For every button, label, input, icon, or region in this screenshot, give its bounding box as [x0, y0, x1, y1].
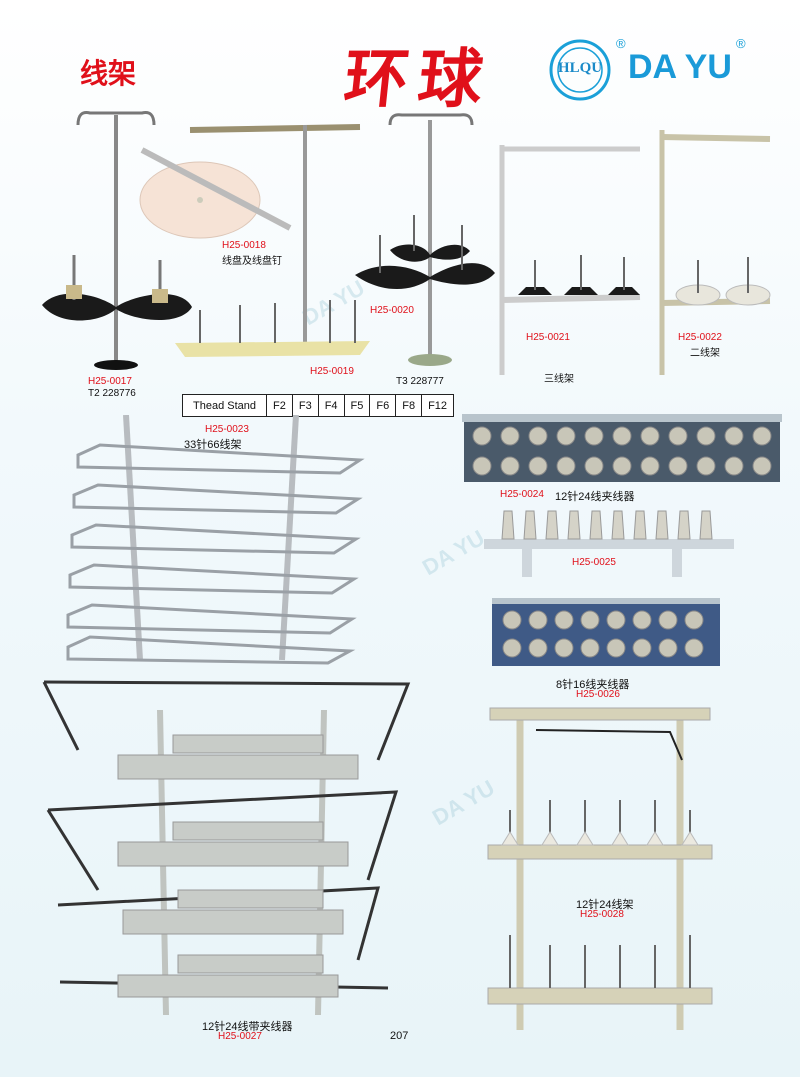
- product-image-h25-0027: [42, 680, 411, 1016]
- page-number: 207: [390, 1030, 409, 1042]
- product-image-h25-0019: [175, 124, 370, 357]
- product-label: 33针66线架: [184, 439, 242, 451]
- product-code: H25-0024: [500, 489, 544, 500]
- product-label: T3 228777: [396, 376, 444, 387]
- product-image-h25-0023: [66, 415, 365, 665]
- table-row: Thead Stand F2 F3 F4 F5 F6 F8 F12: [182, 394, 455, 417]
- product-image-h25-0026: [492, 598, 720, 666]
- product-image-h25-0022: [659, 130, 771, 375]
- table-cell: F3: [291, 394, 319, 417]
- table-cell: F8: [395, 394, 423, 417]
- product-image-h25-0017: [42, 111, 192, 370]
- logo-text: DA YU: [628, 48, 732, 86]
- product-code: H25-0020: [370, 305, 414, 316]
- table-cell: F12: [421, 394, 455, 417]
- logo-mark: HLQU: [557, 60, 603, 76]
- product-label: 二线架: [690, 348, 720, 359]
- table-cell: F6: [369, 394, 397, 417]
- product-code: H25-0028: [580, 909, 624, 920]
- table-cell: F5: [343, 394, 371, 417]
- thread-stand-table: Thead Stand F2 F3 F4 F5 F6 F8 F12: [182, 394, 455, 417]
- brand-logo: HLQU: [548, 38, 612, 102]
- product-image-h25-0028: [487, 707, 713, 1030]
- product-image-h25-0025: [484, 510, 734, 577]
- product-code: H25-0023: [205, 424, 249, 435]
- registered-mark: ®: [616, 36, 626, 51]
- product-image-h25-0020: [355, 113, 495, 366]
- product-code: H25-0021: [526, 332, 570, 343]
- product-code: H25-0022: [678, 332, 722, 343]
- product-label: 12针24线架: [576, 899, 634, 911]
- logo-ring-icon: [549, 39, 611, 101]
- product-label: 线盘及线盘钉: [222, 256, 282, 267]
- product-code: H25-0026: [576, 689, 620, 700]
- product-label: 8针16线夹线器: [556, 679, 630, 691]
- product-code: H25-0025: [572, 557, 616, 568]
- table-cell-header: Thead Stand: [182, 394, 267, 417]
- product-image-h25-0018: [139, 147, 292, 239]
- product-label: 12针24线夹线器: [555, 491, 635, 503]
- category-title: 线架: [80, 57, 137, 90]
- product-image-h25-0024: [462, 414, 782, 482]
- table-cell: F4: [317, 394, 345, 417]
- table-cell: F2: [266, 394, 293, 417]
- watermark: DA YU: [418, 524, 489, 581]
- registered-mark: ®: [736, 36, 746, 51]
- product-label: 12针24线带夹线器: [202, 1021, 293, 1033]
- product-code: H25-0018: [222, 240, 266, 251]
- product-code: H25-0027: [218, 1031, 262, 1042]
- product-image-h25-0021: [499, 145, 641, 375]
- product-code: H25-0019: [310, 366, 354, 377]
- product-code: H25-0017: [88, 376, 132, 387]
- product-label: T2 228776: [88, 388, 136, 399]
- product-label: 三线架: [544, 374, 574, 385]
